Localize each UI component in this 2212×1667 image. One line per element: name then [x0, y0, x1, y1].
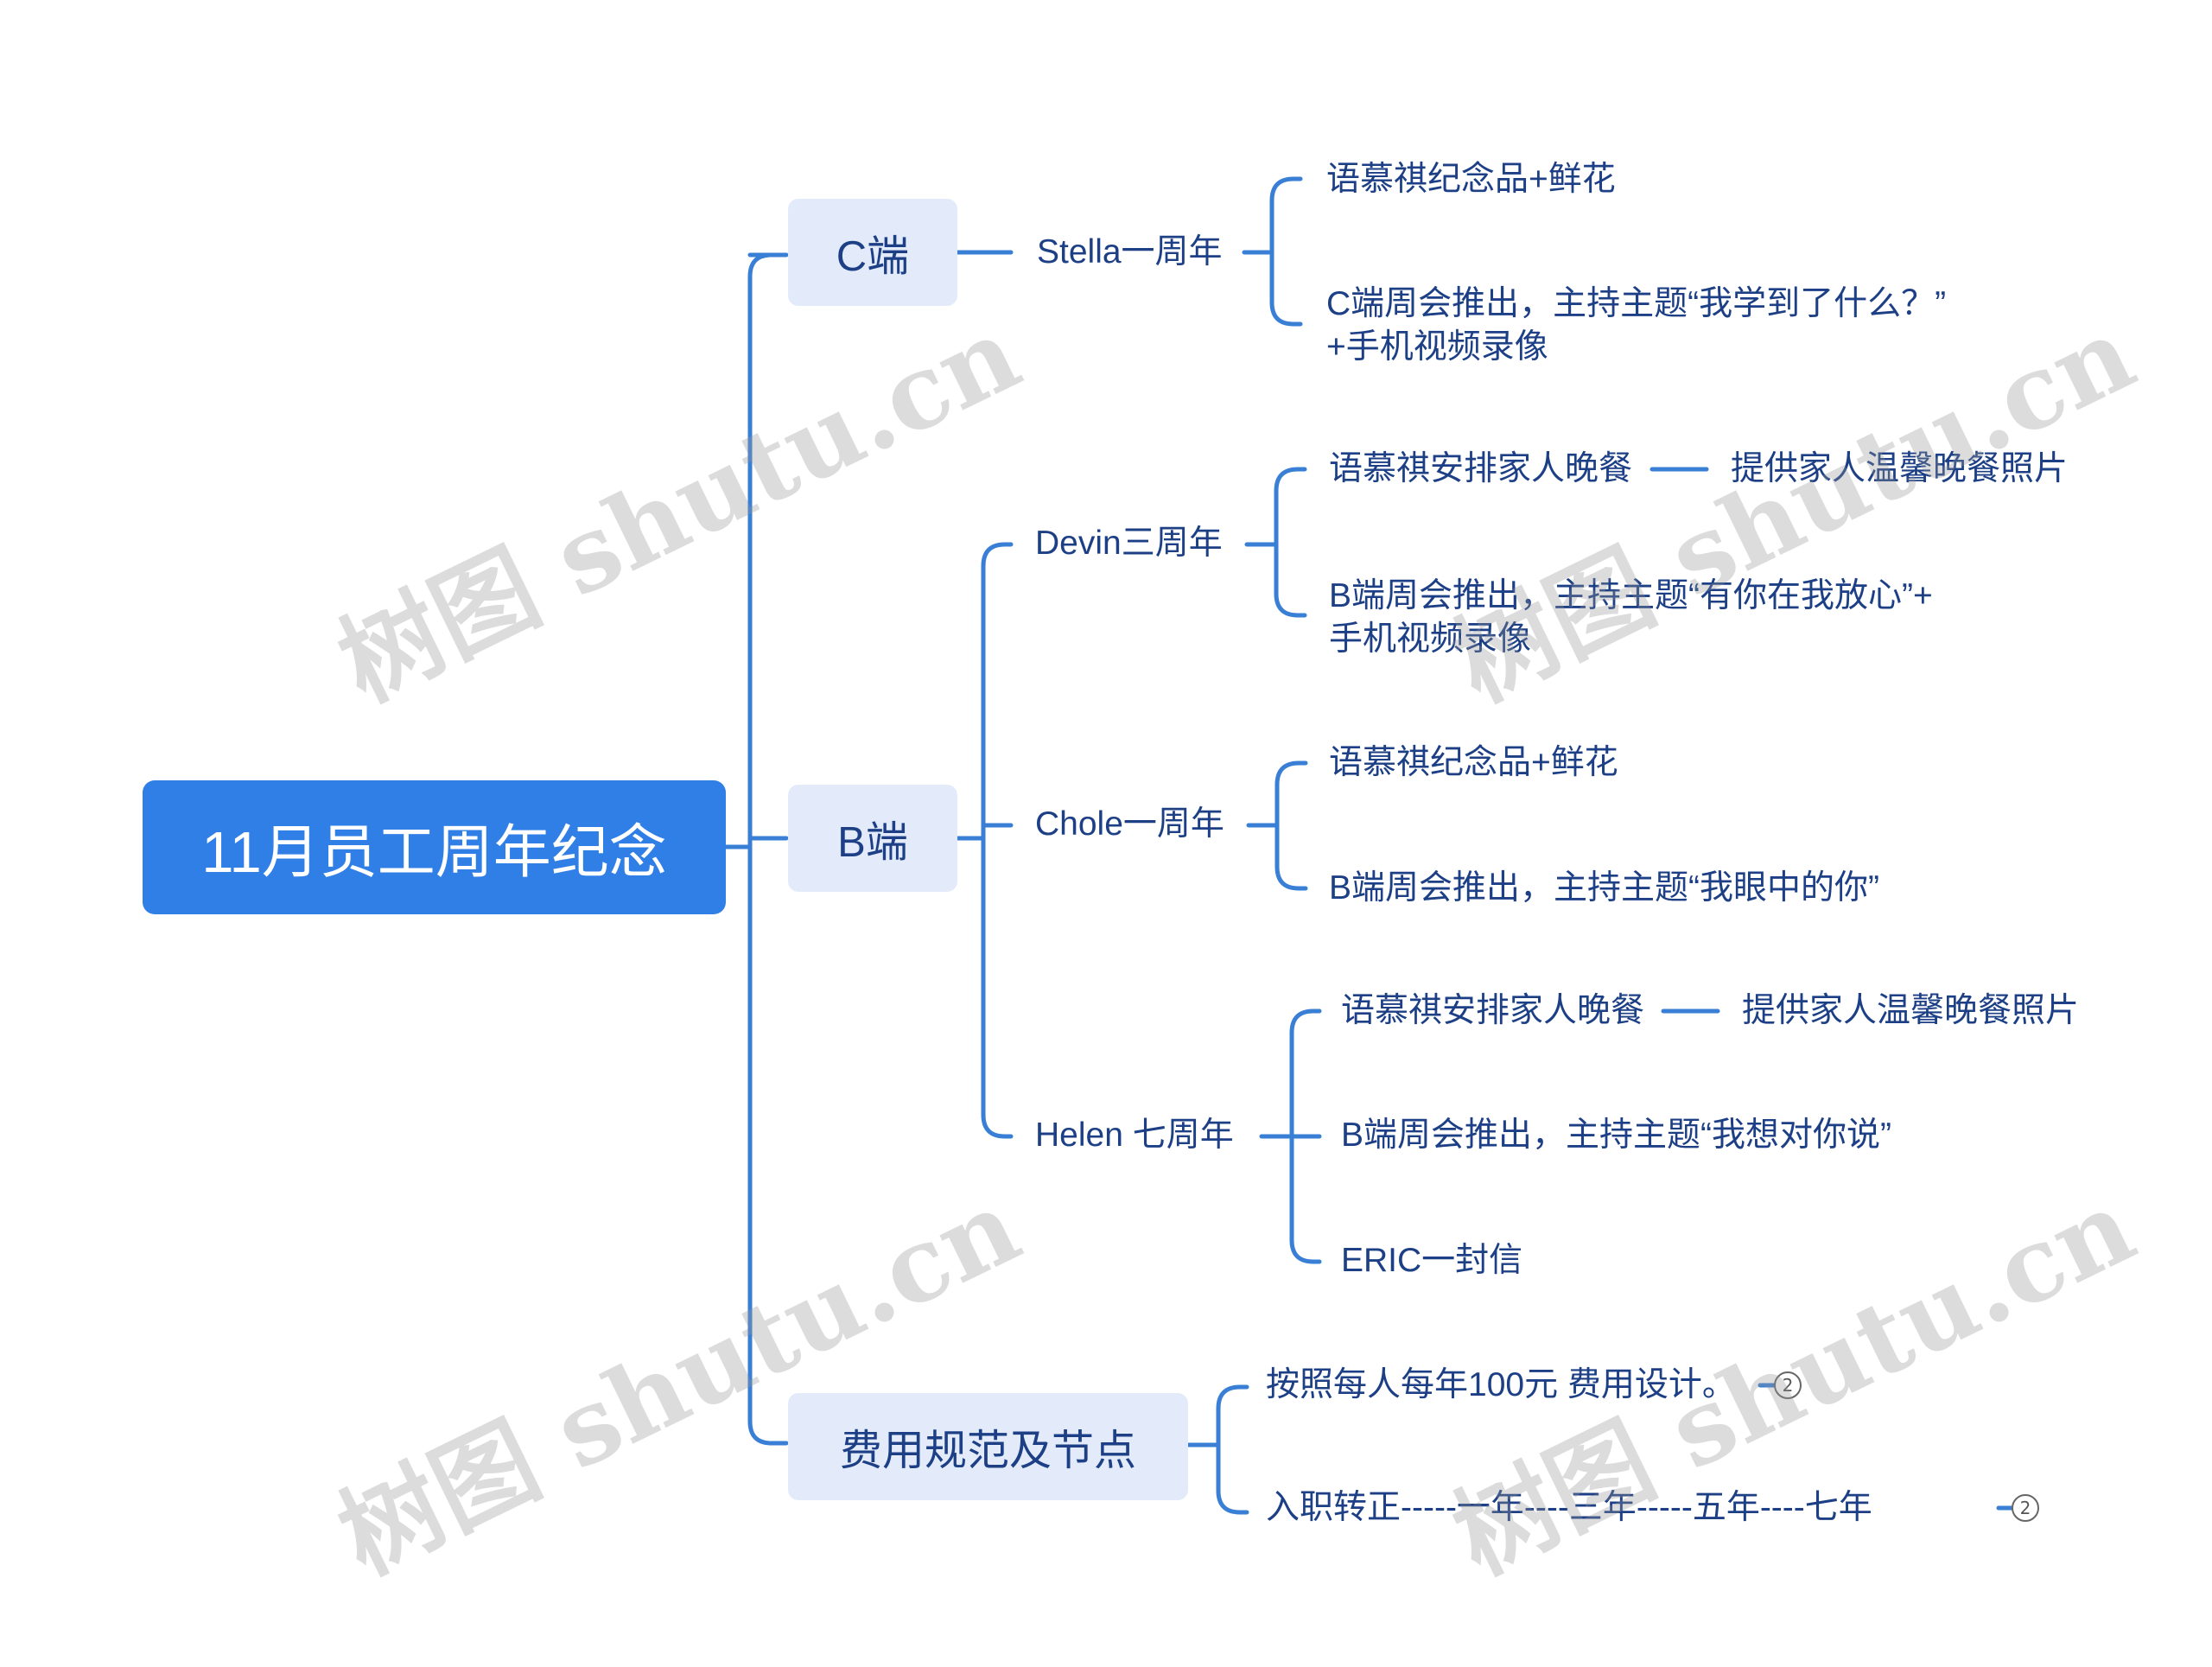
root-topic-label: 11月员工周年纪念 [201, 820, 667, 885]
budget-note-badge[interactable]: 2 [1774, 1371, 1802, 1399]
connector-root-trunk [723, 252, 789, 1446]
topic-stella[interactable]: Stella一周年 [1037, 233, 1223, 270]
topic-devin-photo[interactable]: 提供家人温馨晚餐照片 [1731, 450, 2069, 487]
connector-cost-children [1185, 1384, 1249, 1515]
branch-cost[interactable]: 费用规范及节点 [788, 1393, 1188, 1500]
topic-devin-meeting-line1: B端周会推出，主持主题“有你在我放心”+ [1329, 577, 1933, 614]
root-topic[interactable]: 11月员工周年纪念 [143, 780, 726, 914]
topic-devin-meeting-line2: 手机视频录像 [1329, 620, 1532, 658]
topic-devin-meeting[interactable]: B端周会推出，主持主题“有你在我放心”+ 手机视频录像 [1329, 575, 1933, 661]
connector-devin-children [1244, 467, 1307, 618]
topic-stella-meeting[interactable]: C端周会推出，主持主题“我学到了什么？” +手机视频录像 [1326, 283, 1946, 369]
branch-c-label: C端 [836, 232, 910, 280]
topic-milestones[interactable]: 入职转正-----一年----三年-----五年----七年 [1266, 1489, 1872, 1526]
topic-helen-letter[interactable]: ERIC一封信 [1341, 1242, 1523, 1279]
topic-stella-meeting-line1: C端周会推出，主持主题“我学到了什么？” [1326, 285, 1947, 322]
branch-cost-label: 费用规范及节点 [839, 1427, 1136, 1474]
connector-b-trunk [955, 542, 1014, 1139]
branch-b-label: B端 [837, 818, 908, 866]
topic-chole[interactable]: Chole一周年 [1035, 805, 1224, 843]
topic-chole-meeting[interactable]: B端周会推出，主持主题“我眼中的你” [1329, 869, 1879, 907]
topic-devin[interactable]: Devin三周年 [1035, 525, 1223, 562]
topic-helen[interactable]: Helen 七周年 [1035, 1117, 1234, 1154]
topic-devin-dinner[interactable]: 语慕祺安排家人晚餐 [1329, 450, 1633, 487]
topic-helen-dinner[interactable]: 语慕祺安排家人晚餐 [1341, 992, 1645, 1029]
branch-b[interactable]: B端 [788, 785, 957, 892]
topic-chole-gift[interactable]: 语慕祺纪念品+鲜花 [1329, 744, 1618, 781]
connector-chole-children [1246, 760, 1308, 891]
topic-budget[interactable]: 按照每人每年100元 费用设计。 [1266, 1366, 1736, 1403]
topic-helen-meeting[interactable]: B端周会推出，主持主题“我想对你说” [1341, 1117, 1891, 1154]
topic-stella-gift[interactable]: 语慕祺纪念品+鲜花 [1326, 161, 1616, 198]
topic-helen-photo[interactable]: 提供家人温馨晚餐照片 [1742, 992, 2080, 1029]
connector-helen-children [1259, 1008, 1322, 1264]
branch-c[interactable]: C端 [788, 199, 957, 306]
connector-stella-children [1242, 176, 1303, 327]
milestones-note-badge[interactable]: 2 [2012, 1494, 2039, 1522]
topic-stella-meeting-line2: +手机视频录像 [1326, 328, 1548, 366]
